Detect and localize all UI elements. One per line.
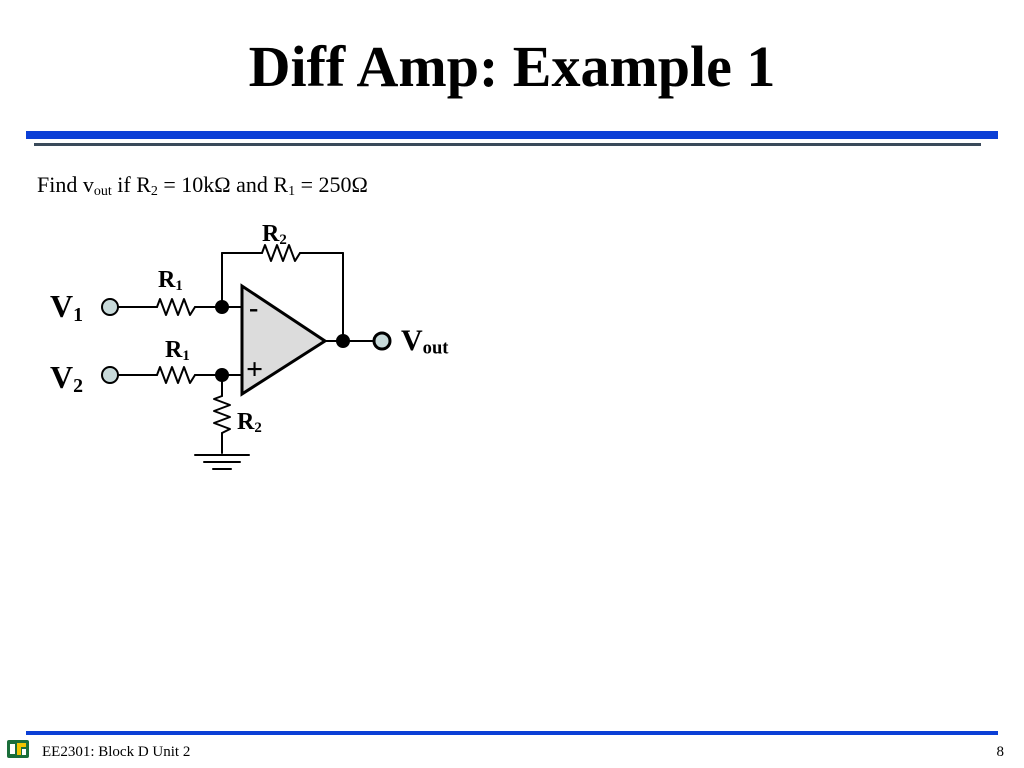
prompt-r1-sub: 1 [288, 184, 296, 199]
footer-course: EE2301: Block D Unit 2 [42, 744, 191, 760]
r1-top-letter: R [158, 267, 176, 293]
r2-feedback-sub: 2 [279, 231, 287, 248]
vout-letter: V [401, 324, 423, 357]
prompt-find: Find v [37, 172, 94, 197]
prompt-r2-sub: 2 [150, 184, 158, 199]
v1-label: V1 [50, 290, 83, 326]
opamp-triangle [240, 283, 328, 397]
r1-bottom-letter: R [165, 337, 183, 363]
prompt-r1-value: = 250Ω [295, 172, 368, 197]
v1-letter: V [50, 288, 74, 324]
r2-feedback-letter: R [262, 221, 280, 247]
opamp-plus-sign: + [246, 353, 264, 386]
r2-feedback-label: R2 [262, 222, 287, 248]
v1-sub: 1 [73, 303, 84, 326]
node-noninverting [215, 368, 229, 382]
r2-ground-label: R2 [237, 410, 262, 436]
prompt-if-r: if R [111, 172, 151, 197]
footer-divider [26, 731, 998, 735]
title-divider-blue [26, 131, 998, 139]
v2-sub: 2 [73, 374, 84, 397]
v1-terminal [101, 298, 119, 316]
r1-bottom-label: R1 [165, 338, 190, 364]
vout-terminal [372, 331, 392, 351]
r2-ground-sub: 2 [254, 419, 262, 436]
problem-statement: Find vout if R2 = 10kΩ and R1 = 250Ω [37, 172, 368, 205]
r1-bottom-resistor [156, 366, 196, 384]
vout-label: Vout [401, 326, 449, 358]
prompt-vout-sub: out [93, 184, 112, 199]
r1-top-sub: 1 [175, 277, 183, 294]
slide-title: Diff Amp: Example 1 [248, 34, 776, 99]
r1-bottom-sub: 1 [182, 347, 190, 364]
v2-letter: V [50, 359, 74, 395]
v2-label: V2 [50, 361, 83, 397]
node-inverting [215, 300, 229, 314]
page-number: 8 [996, 744, 1005, 760]
r1-top-label: R1 [158, 268, 183, 294]
node-output [336, 334, 350, 348]
v2-terminal [101, 366, 119, 384]
r2-feedback-resistor [261, 244, 301, 262]
university-logo-icon [7, 740, 29, 758]
opamp-minus-sign: - [249, 293, 259, 324]
vout-sub: out [422, 337, 449, 359]
prompt-r2-value: = 10kΩ and R [157, 172, 289, 197]
r2-ground-resistor [213, 395, 231, 434]
title-divider-gray [34, 143, 981, 146]
r2-ground-letter: R [237, 409, 255, 435]
r1-top-resistor [156, 298, 196, 316]
